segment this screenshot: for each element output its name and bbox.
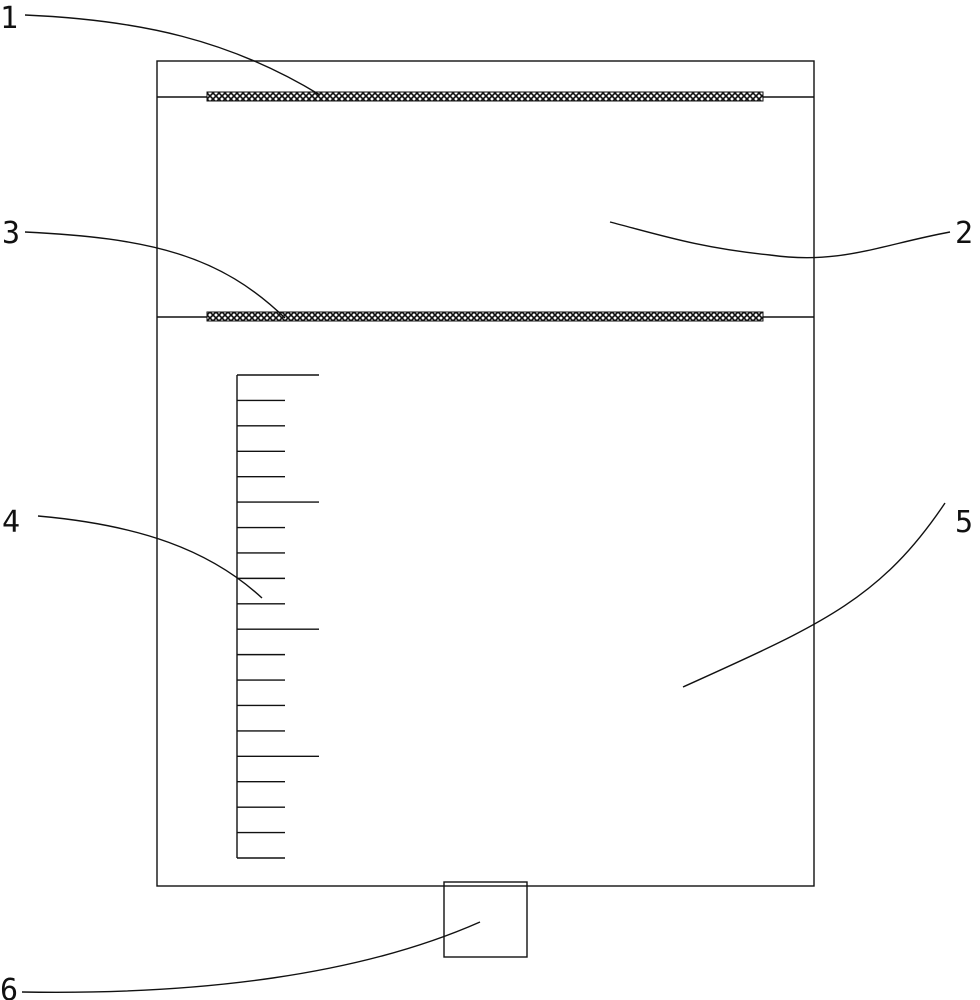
leader-line-2 [609,221,951,259]
label-6: 6 [0,973,18,1000]
lower-filter-layer [206,311,764,322]
outlet-valve [443,881,528,958]
label-4: 4 [2,505,20,540]
label-2: 2 [955,216,973,251]
label-5: 5 [955,505,973,540]
label-1: 1 [0,1,18,36]
measuring-scale [236,374,319,859]
leader-line-4 [37,515,263,599]
leader-line-5 [682,502,946,688]
container-body [156,60,815,887]
leader-line-3 [24,231,286,319]
leader-line-1 [24,14,321,96]
upper-filter-layer [206,91,764,102]
leader-line-6 [21,921,481,993]
label-3: 3 [2,216,20,251]
